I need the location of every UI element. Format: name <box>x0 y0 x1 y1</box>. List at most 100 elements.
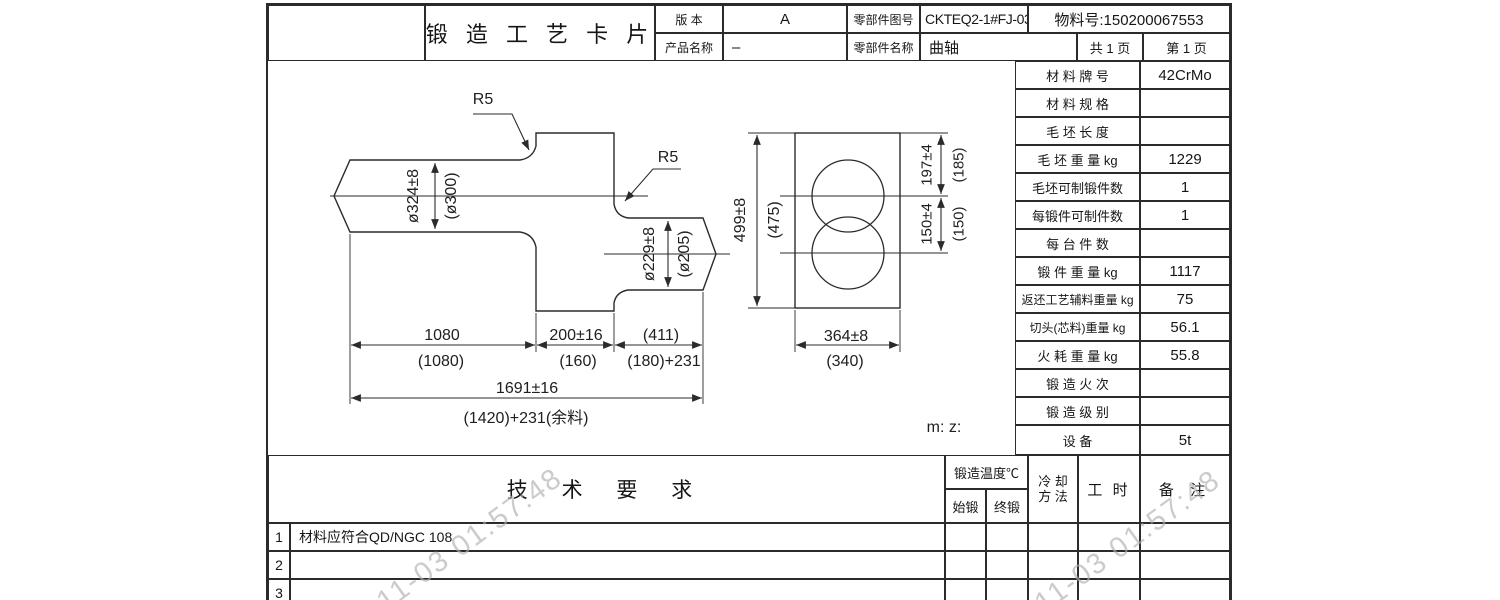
technical-drawing <box>330 113 948 404</box>
temp-end-label: 终锻 <box>986 489 1028 523</box>
info-label: 设 备 <box>1015 425 1140 455</box>
section-seg-mid-ref-label: (150) <box>950 206 968 242</box>
section-width-label: 364±8 <box>823 328 869 345</box>
info-value <box>1140 229 1230 257</box>
section-seg-mid-label: 150±4 <box>918 203 936 245</box>
extension-lines <box>349 234 704 404</box>
fillet-label-2: R5 <box>657 149 679 166</box>
req-row-temp-start-cell <box>945 579 986 600</box>
cooling-method-label: 冷 却 方 法 <box>1028 455 1078 523</box>
part-number-value: CKTEQ2-1#FJ-03A-01 <box>920 5 1028 33</box>
req-row-temp-start-cell <box>945 551 986 579</box>
req-row-hours-cell <box>1078 579 1140 600</box>
req-row-remark-cell <box>1140 551 1230 579</box>
card-outer-border <box>266 3 1232 600</box>
section-seg-top-ref-label: (185) <box>950 147 968 183</box>
remarks-label: 备 注 <box>1140 455 1230 523</box>
info-label: 锻 件 重 量 kg <box>1015 257 1140 285</box>
pages-total: 共 1 页 <box>1077 33 1143 61</box>
info-value: 1117 <box>1140 257 1230 285</box>
req-row-hours-cell <box>1078 523 1140 551</box>
section-web-rect <box>794 132 901 309</box>
section-seg-top-label: 197±4 <box>918 144 936 186</box>
info-label: 每 台 件 数 <box>1015 229 1140 257</box>
r5-leader-1 <box>473 113 530 151</box>
section-height-label: 499±8 <box>732 197 749 243</box>
header-empty-cell2 <box>268 33 425 61</box>
req-row-number: 3 <box>268 579 290 600</box>
part-number-label: 零部件图号 <box>847 5 920 33</box>
r5-leader-2 <box>624 168 681 202</box>
info-value <box>1140 369 1230 397</box>
header-empty-cell <box>268 5 425 33</box>
page-current: 第 1 页 <box>1143 33 1230 61</box>
req-row-temp-start-cell <box>945 523 986 551</box>
section-centerlines <box>780 195 948 254</box>
dia-journal-ref-label: (ø300) <box>443 172 460 220</box>
req-row-text: 材料应符合QD/NGC 108 <box>290 523 945 551</box>
info-value <box>1140 397 1230 425</box>
info-label: 锻 造 级 别 <box>1015 397 1140 425</box>
req-row-number: 2 <box>268 551 290 579</box>
section-height-ref-label: (475) <box>766 201 783 239</box>
dia-pin-label: ø229±8 <box>641 226 658 282</box>
product-name-label: 产品名称 <box>655 33 723 61</box>
info-label: 每锻件可制件数 <box>1015 201 1140 229</box>
info-value <box>1140 89 1230 117</box>
req-row-remark-cell <box>1140 523 1230 551</box>
req-row-cooling-cell <box>1028 579 1078 600</box>
section-extension-lines <box>748 132 948 352</box>
info-value: 1229 <box>1140 145 1230 173</box>
work-hours-label: 工 时 <box>1078 455 1140 523</box>
drawing-note: m: z: <box>926 419 962 436</box>
document-title: 锻 造 工 艺 卡 片 <box>425 5 655 61</box>
len-total-label: 1691±16 <box>495 380 559 397</box>
len-2-label: 200±16 <box>549 327 603 344</box>
cooling-method-line1: 冷 却 <box>1038 474 1068 489</box>
dia-pin-ref-label: (ø205) <box>676 230 693 278</box>
len-3-label: (411) <box>642 327 680 344</box>
req-row-number: 1 <box>268 523 290 551</box>
info-value: 1 <box>1140 173 1230 201</box>
section-width-ref-label: (340) <box>826 353 864 370</box>
material-number: 物料号:150200067553 <box>1028 5 1230 33</box>
req-row-temp-end-cell <box>986 579 1028 600</box>
len-total-ref-label: (1420)+231(余料) <box>463 410 589 427</box>
part-name-label: 零部件名称 <box>847 33 920 61</box>
info-value: 75 <box>1140 285 1230 313</box>
info-value: 55.8 <box>1140 341 1230 369</box>
info-label: 材 料 规 格 <box>1015 89 1140 117</box>
req-row-text <box>290 579 945 600</box>
len-1-ref-label: (1080) <box>417 353 465 370</box>
fillet-label-1: R5 <box>472 91 494 108</box>
len-1-label: 1080 <box>424 327 460 344</box>
dia-journal-label: ø324±8 <box>405 168 422 224</box>
req-row-cooling-cell <box>1028 523 1078 551</box>
info-label: 火 耗 重 量 kg <box>1015 341 1140 369</box>
req-row-remark-cell <box>1140 579 1230 600</box>
tech-requirements-title: 技 术 要 求 <box>268 455 945 523</box>
product-name-value: – <box>723 33 847 61</box>
version-value: A <box>723 5 847 33</box>
info-label: 锻 造 火 次 <box>1015 369 1140 397</box>
req-row-text <box>290 551 945 579</box>
len-2-ref-label: (160) <box>559 353 597 370</box>
info-label: 切头(芯料)重量 kg <box>1015 313 1140 341</box>
forging-temp-header: 锻造温度℃ <box>945 455 1028 489</box>
req-row-temp-end-cell <box>986 551 1028 579</box>
req-row-temp-end-cell <box>986 523 1028 551</box>
info-value: 5t <box>1140 425 1230 455</box>
req-row-cooling-cell <box>1028 551 1078 579</box>
info-label: 返还工艺辅料重量 kg <box>1015 285 1140 313</box>
info-label: 毛 坯 长 度 <box>1015 117 1140 145</box>
info-label: 毛 坯 重 量 kg <box>1015 145 1140 173</box>
version-label: 版 本 <box>655 5 723 33</box>
cooling-method-line2: 方 法 <box>1038 489 1068 504</box>
info-value: 1 <box>1140 201 1230 229</box>
info-value: 42CrMo <box>1140 61 1230 89</box>
side-view-outline <box>333 132 717 312</box>
info-label: 材 料 牌 号 <box>1015 61 1140 89</box>
info-value: 56.1 <box>1140 313 1230 341</box>
part-name-value: 曲轴 <box>920 33 1077 61</box>
